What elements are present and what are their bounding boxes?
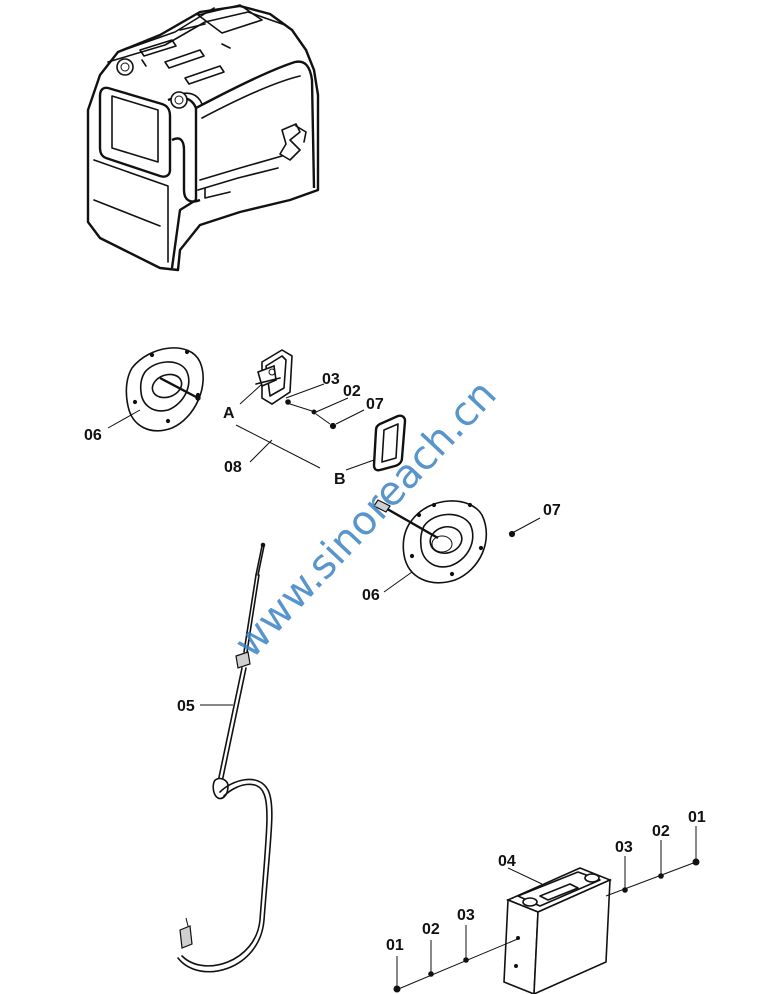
label-02-left: 02 [422, 921, 440, 938]
label-01-left: 01 [386, 937, 404, 954]
label-07-right: 07 [543, 502, 561, 519]
bracket-a [239, 349, 293, 405]
cover-plate-b [345, 414, 407, 472]
antenna-05 [177, 542, 273, 973]
label-b: B [334, 471, 346, 488]
label-03-right: 03 [615, 839, 633, 856]
label-01-right: 01 [688, 809, 706, 826]
cab-illustration [86, 4, 320, 272]
label-06-right: 06 [362, 587, 380, 604]
label-08: 08 [224, 459, 242, 476]
label-03-top: 03 [322, 371, 340, 388]
label-02-right: 02 [652, 823, 670, 840]
label-02-top: 02 [343, 383, 361, 400]
label-06-left: 06 [84, 427, 102, 444]
speaker-06-left [107, 347, 204, 432]
speaker-06-right [373, 499, 487, 593]
assembly-08-leaders [235, 424, 321, 469]
hardware-chain-left [393, 925, 521, 993]
label-05: 05 [177, 698, 195, 715]
label-a: A [223, 405, 235, 422]
screw-07-right [508, 517, 541, 538]
hardware-chain-top [285, 383, 365, 430]
radio-unit-04 [503, 867, 613, 994]
label-03-left: 03 [457, 907, 475, 924]
hardware-chain-right [605, 826, 700, 897]
label-04: 04 [498, 853, 516, 870]
label-07-top: 07 [366, 396, 384, 413]
